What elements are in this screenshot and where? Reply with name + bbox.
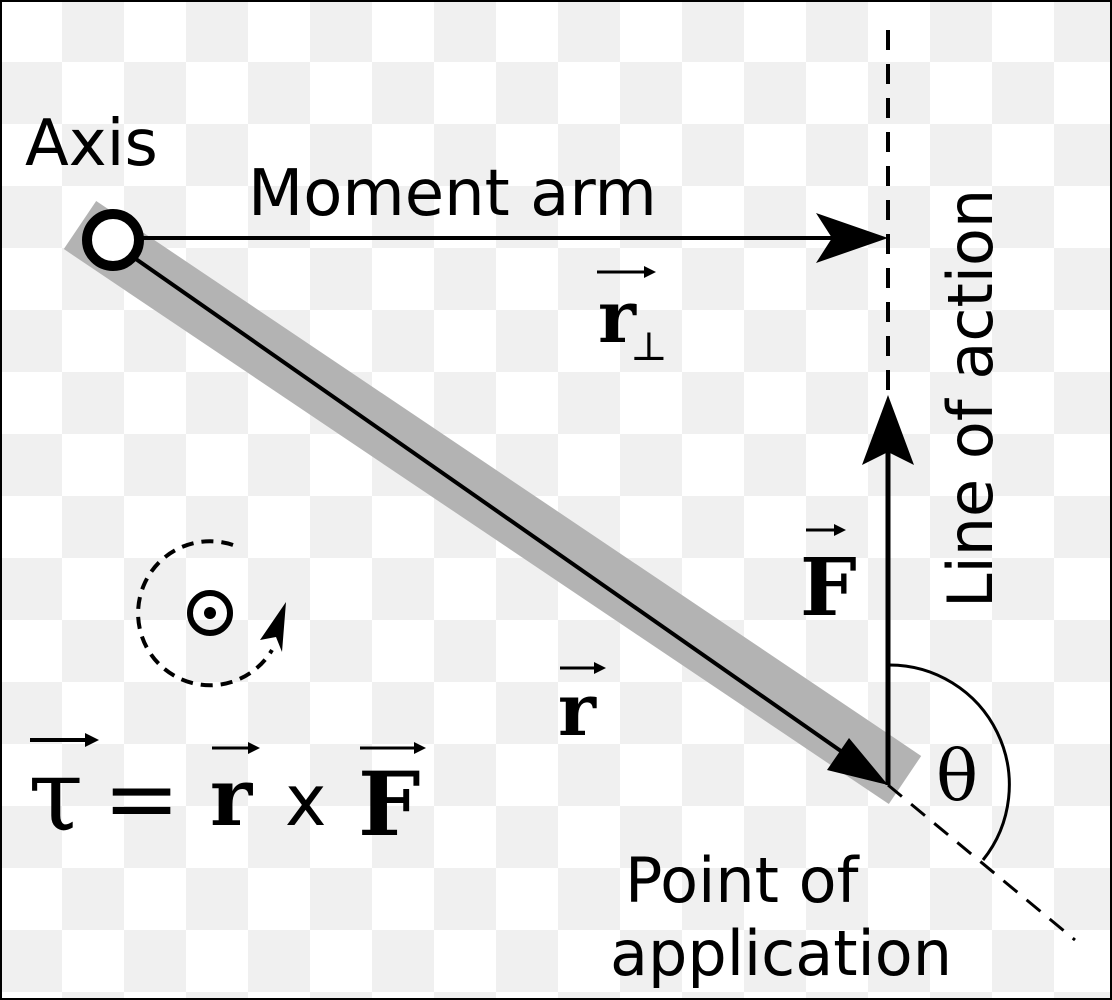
r-symbol: r <box>558 667 597 752</box>
position-vector-line <box>111 241 860 765</box>
tau-vector-tip <box>85 733 99 747</box>
rotation-arrowhead <box>260 602 286 652</box>
moment-arm-label: Moment arm <box>248 157 657 231</box>
force-vector-tip <box>834 524 846 536</box>
point-of-application-label-line2: application <box>610 917 952 990</box>
point-of-application-label-line1: Point of <box>625 844 861 917</box>
line-of-action-label: Line of action <box>934 189 1007 608</box>
force-vector-arrowhead <box>862 395 914 465</box>
tau-symbol: τ <box>28 737 83 854</box>
moment-arm-arrowhead <box>816 213 888 263</box>
cross-product-sign: x <box>285 760 326 842</box>
force-symbol: F <box>800 540 857 634</box>
theta-symbol: θ <box>936 735 978 817</box>
position-extension-dashed <box>887 783 1076 942</box>
r-perp-vector-tip <box>644 266 656 278</box>
r-vector-tip <box>594 662 606 674</box>
formula-r-vector-tip <box>248 742 260 754</box>
formula-r-symbol: r <box>210 750 253 844</box>
rotation-dashed-arc <box>136 539 274 688</box>
out-of-page-outer-circle-icon <box>187 590 233 636</box>
formula-F-symbol: F <box>358 752 420 856</box>
position-vector-arrowhead <box>827 738 888 785</box>
r-perp-symbol: r <box>598 274 637 359</box>
axis-label: Axis <box>25 107 158 181</box>
axis-pivot-icon <box>82 209 144 271</box>
out-of-page-dot-icon <box>204 607 216 619</box>
r-perp-subscript: ⊥ <box>630 324 668 370</box>
formula-F-vector-tip <box>414 742 426 754</box>
equals-sign: = <box>103 745 180 852</box>
theta-angle-arc <box>887 663 1011 861</box>
